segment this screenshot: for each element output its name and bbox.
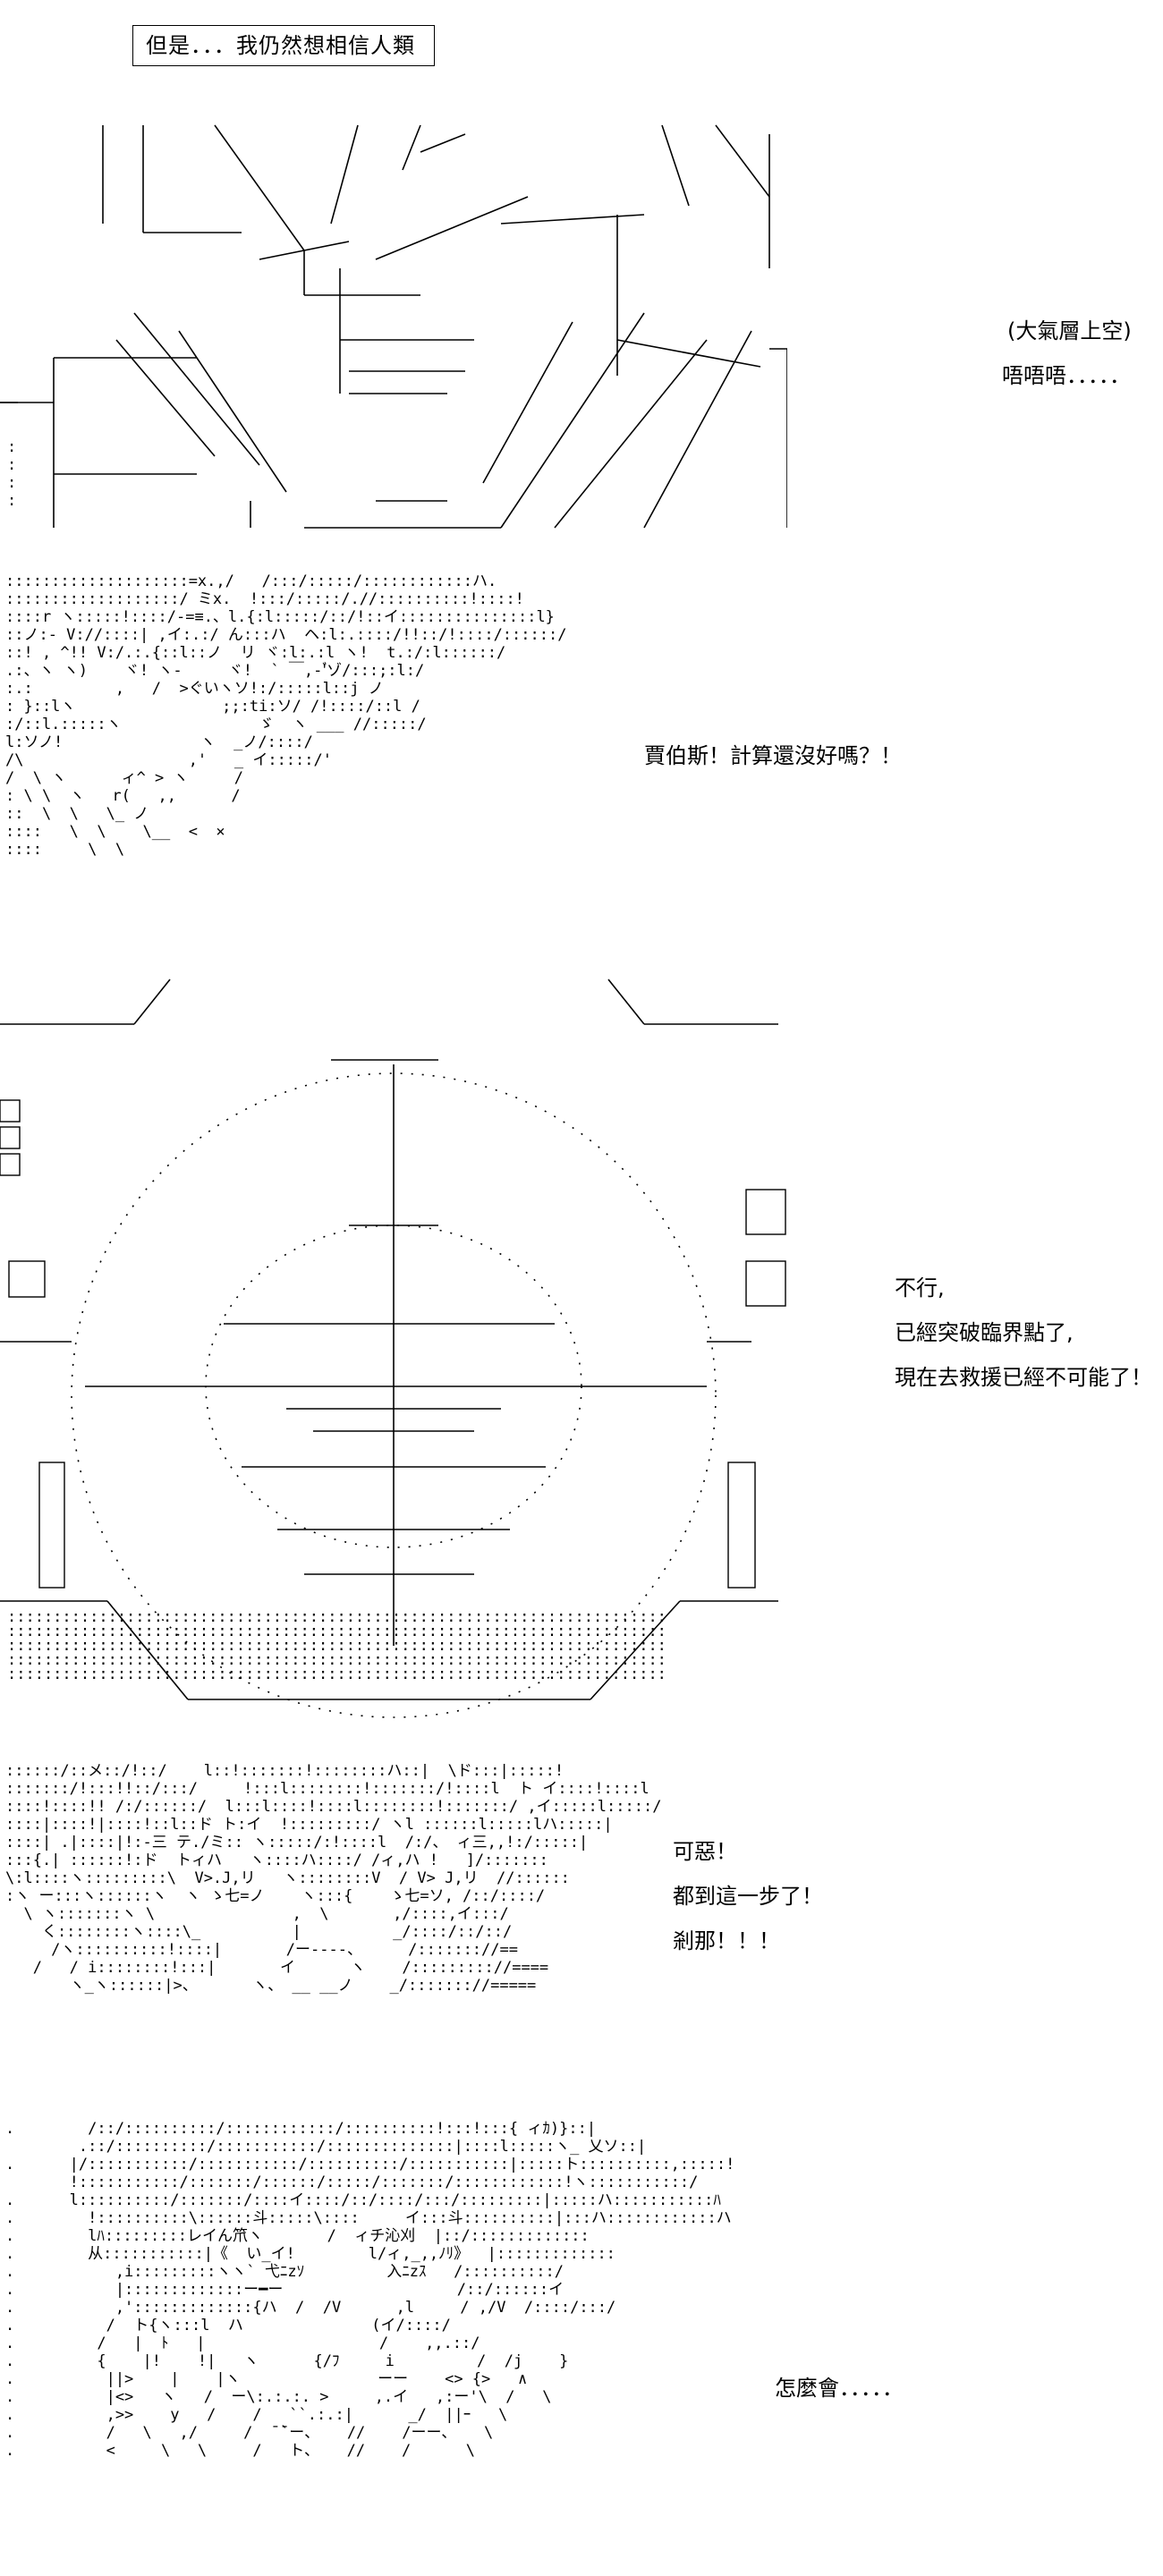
character-ascii-art: ::::::::::::::::::::=x.,/ /:::/:::::/:::…	[5, 572, 567, 859]
dialog-line: 都到這一步了！	[673, 1884, 823, 1909]
dialog-line: 不行,	[895, 1275, 945, 1301]
character-ascii-art: . /::/::::::::::/::::::::::::/::::::::::…	[5, 2120, 735, 2460]
dialog-line: 現在去救援已經不可能了！	[895, 1365, 1152, 1390]
gundam-head-ascii-art	[0, 124, 787, 529]
dialog-panel-4: 可惡！ 都到這一步了！ 剎那！！！	[673, 1829, 823, 1963]
dialog-line: 可惡！	[673, 1839, 737, 1864]
page-title: 但是．．．我仍然想相信人類	[132, 25, 435, 66]
two-characters-ascii-art: ::::::/::メ::/!::/ l::!:::::::!::::::::ハ:…	[5, 1762, 662, 1995]
dialog-line: 怎麼會．．．．．	[775, 2376, 904, 2401]
panel-5-artwork: . /::/::::::::::/::::::::::::/::::::::::…	[0, 2120, 787, 2567]
dialog-panel-2: 賈伯斯！計算還沒好嗎？！	[644, 733, 902, 778]
panel-1-artwork: : : : :	[0, 116, 787, 537]
dialog-line: 剎那！！！	[673, 1928, 780, 1953]
dialog-line: 賈伯斯！計算還沒好嗎？！	[644, 743, 902, 768]
dialog-panel-3: 不行, 已經突破臨界點了, 現在去救援已經不可能了！	[895, 1266, 1152, 1400]
panel-3-artwork: ::::::::::::::::::::::::::::::::::::::::…	[0, 966, 787, 1735]
dialog-line: 唔唔唔．．．．．	[1002, 363, 1131, 388]
targeting-scope-ascii-art	[0, 979, 786, 1718]
dialog-panel-5: 怎麼會．．．．．	[775, 2366, 904, 2411]
panel-4-artwork: ::::::/::メ::/!::/ l::!:::::::!::::::::ハ:…	[0, 1762, 787, 2120]
dialog-panel-1: (大氣層上空) 唔唔唔．．．．．	[1002, 309, 1132, 398]
dialog-line: 已經突破臨界點了,	[895, 1320, 1074, 1345]
panel-2-artwork: ::::::::::::::::::::=x.,/ /:::/:::::/:::…	[0, 572, 787, 948]
dialog-line: (大氣層上空)	[1007, 318, 1132, 343]
